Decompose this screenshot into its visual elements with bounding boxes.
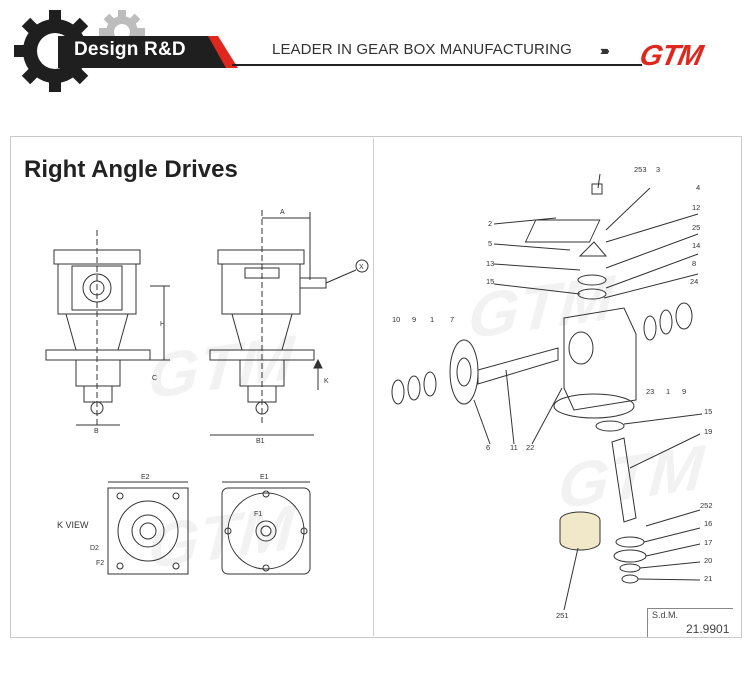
title-block: [647, 608, 733, 637]
brand-logo: GTM: [636, 40, 705, 72]
part-number: 24: [690, 277, 698, 286]
dim-label: B: [94, 428, 99, 435]
part-number: 8: [692, 259, 696, 268]
part-number: 23: [646, 387, 654, 396]
part-number: 253: [634, 165, 647, 174]
part-number: 1: [666, 387, 670, 396]
dim-label: H: [160, 321, 165, 328]
header-rule: [232, 64, 642, 66]
title-block-code: 21.9901: [686, 622, 730, 636]
part-number: 17: [704, 538, 712, 547]
dim-label: D2: [90, 545, 99, 552]
part-number: 1: [430, 315, 434, 324]
dim-label: C: [152, 375, 157, 382]
part-number: 22: [526, 443, 534, 452]
part-number: 6: [486, 443, 490, 452]
part-number: 14: [692, 241, 700, 250]
part-number: 12: [692, 203, 700, 212]
title-block-label: S.d.M.: [652, 610, 679, 620]
part-number: 11: [510, 443, 518, 452]
part-number: 10: [392, 315, 400, 324]
section-badge: [58, 36, 238, 68]
dim-label: E1: [260, 474, 269, 481]
part-number: 9: [412, 315, 416, 324]
header-bar: Design R&D LEADER IN GEAR BOX MANUFACTUR…: [0, 0, 750, 100]
part-number: 3: [656, 165, 660, 174]
part-number: 25: [692, 223, 700, 232]
k-view-label: K VIEW: [57, 520, 89, 530]
dim-label: X: [359, 264, 364, 271]
part-number: 2: [488, 219, 492, 228]
part-number: 15: [704, 407, 712, 416]
part-number: 15: [486, 277, 494, 286]
chevrons-icon: ›››››: [600, 43, 610, 58]
dim-label: B1: [256, 438, 265, 445]
part-number: 21: [704, 574, 712, 583]
part-number: 16: [704, 519, 712, 528]
part-number: 5: [488, 239, 492, 248]
tagline: LEADER IN GEAR BOX MANUFACTURING: [272, 41, 572, 58]
dim-label: A: [280, 209, 285, 216]
part-number: 4: [696, 183, 700, 192]
part-number: 19: [704, 427, 712, 436]
part-number: 9: [682, 387, 686, 396]
part-number: 252: [700, 501, 713, 510]
dim-label: F1: [254, 511, 262, 518]
panel-divider: [373, 138, 374, 636]
part-number: 251: [556, 611, 569, 620]
part-number: 20: [704, 556, 712, 565]
dim-label: F2: [96, 560, 104, 567]
part-number-labels: 253 3 4 2 12 5 25 14 13 8 15 24 10 9 1 7…: [392, 165, 713, 620]
dimension-drawing: A H C K X B B1 E2 E1 F1 F2 D2: [45, 209, 369, 575]
dim-label: E2: [141, 474, 150, 481]
content-panel: [10, 136, 742, 638]
page-title: Right Angle Drives: [24, 156, 238, 183]
section-badge-label: Design R&D: [74, 39, 186, 60]
exploded-view-drawing: 253 3 4 2 12 5 25 14 13 8 15 24 10 9 1 7…: [391, 165, 713, 620]
part-number: 7: [450, 315, 454, 324]
dim-label: K: [324, 378, 329, 385]
part-number: 13: [486, 259, 494, 268]
